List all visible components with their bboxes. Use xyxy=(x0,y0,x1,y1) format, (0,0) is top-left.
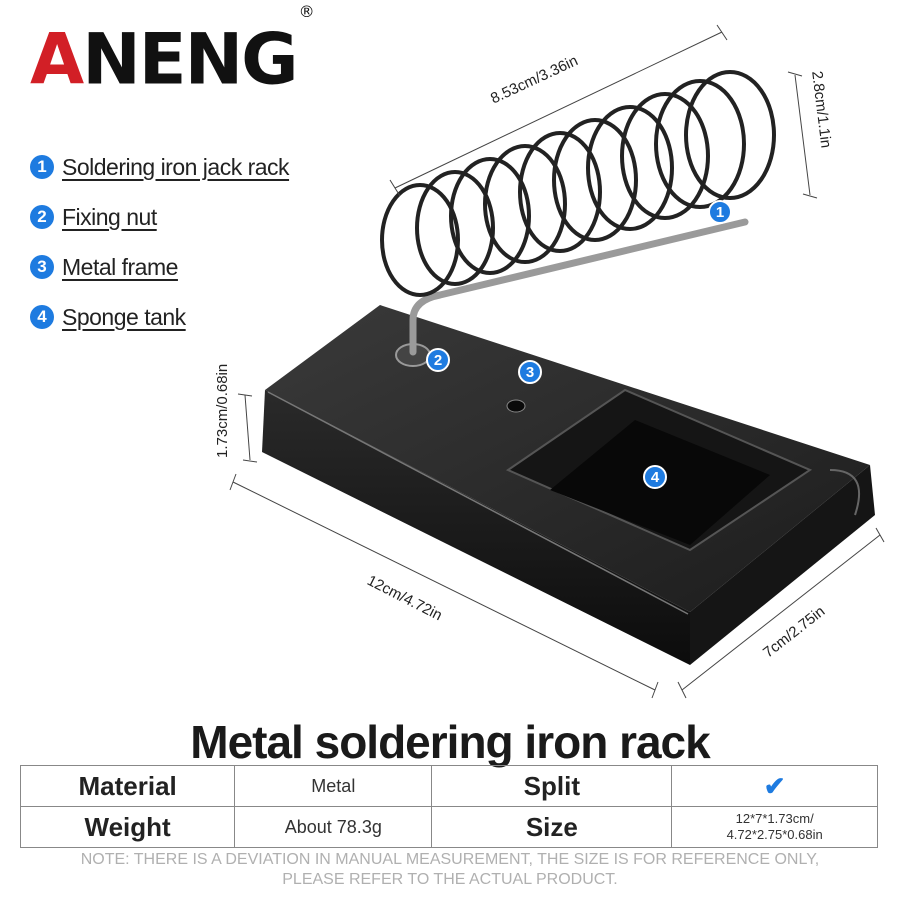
disclaimer-note: NOTE: THERE IS A DEVIATION IN MANUAL MEA… xyxy=(0,850,900,890)
checkmark-icon: ✔ xyxy=(763,770,786,801)
note-line: NOTE: THERE IS A DEVIATION IN MANUAL MEA… xyxy=(80,851,820,868)
legend-label: Fixing nut xyxy=(62,203,157,230)
number-badge-icon: 2 xyxy=(30,205,54,229)
product-title: Metal soldering iron rack xyxy=(190,716,710,768)
weight-label: Weight xyxy=(19,806,236,848)
brand-logo: ANENG® xyxy=(30,2,315,101)
marker-4-icon: 4 xyxy=(643,465,667,489)
marker-3-icon: 3 xyxy=(518,360,542,384)
number-badge-icon: 4 xyxy=(30,305,54,329)
base-height-label: 1.73cm/0.68in xyxy=(214,363,231,458)
legend-item-jack-rack: 1 Soldering iron jack rack xyxy=(30,142,290,192)
number-badge-icon: 1 xyxy=(30,155,54,179)
split-value: ✔ xyxy=(671,765,878,807)
note-line: PLEASE REFER TO THE ACTUAL PRODUCT. xyxy=(282,871,618,888)
weight-value: About 78.3g xyxy=(234,806,433,848)
size-value-line: 12*7*1.73cm/ xyxy=(735,811,814,826)
table-row: Material Metal Split ✔ xyxy=(19,765,878,807)
coil-spring xyxy=(380,70,776,297)
number-badge-icon: 3 xyxy=(30,255,54,279)
marker-2-icon: 2 xyxy=(426,348,450,372)
legend-label: Metal frame xyxy=(62,253,178,280)
legend-label: Sponge tank xyxy=(62,303,186,330)
dimension-lines xyxy=(229,24,885,699)
size-label: Size xyxy=(431,806,673,848)
size-value: 12*7*1.73cm/4.72*2.75*0.68in xyxy=(671,806,878,848)
table-row: Weight About 78.3g Size 12*7*1.73cm/4.72… xyxy=(19,806,878,848)
spec-table: Material Metal Split ✔ Weight About 78.3… xyxy=(19,765,878,848)
product-illustration xyxy=(229,24,885,699)
size-value-line: 4.72*2.75*0.68in xyxy=(726,827,823,842)
legend-item-metal-frame: 3 Metal frame xyxy=(30,242,289,292)
jack-rack-rod xyxy=(409,218,749,356)
legend-label: Soldering iron jack rack xyxy=(62,153,290,180)
legend: 1 Soldering iron jack rack 2 Fixing nut … xyxy=(30,142,290,342)
split-label: Split xyxy=(431,765,673,807)
legend-item-sponge-tank: 4 Sponge tank xyxy=(30,292,289,342)
material-value: Metal xyxy=(234,765,433,807)
legend-item-fixing-nut: 2 Fixing nut xyxy=(30,192,289,242)
material-label: Material xyxy=(19,765,236,807)
marker-1-icon: 1 xyxy=(708,200,732,224)
mounting-hole xyxy=(506,399,526,413)
